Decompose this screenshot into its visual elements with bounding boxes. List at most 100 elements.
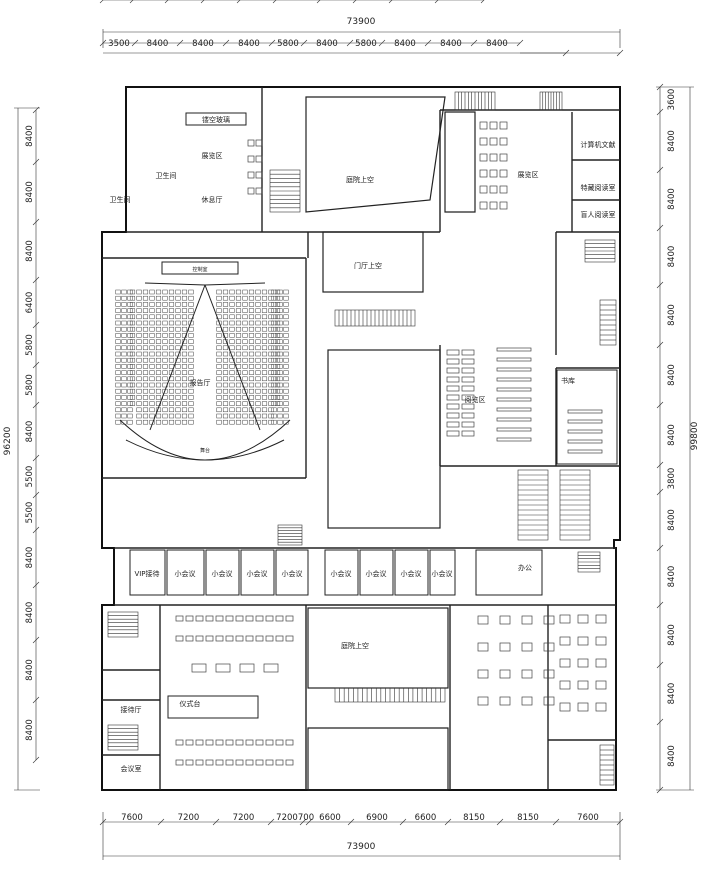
desk <box>595 658 607 668</box>
seat <box>115 370 121 375</box>
left-dim-label: 8400 <box>25 125 35 147</box>
seat <box>149 364 155 369</box>
stair <box>107 724 139 751</box>
top-dim-tick <box>516 39 524 47</box>
desk <box>577 636 589 646</box>
seat <box>283 376 289 382</box>
seat <box>222 351 229 357</box>
desk <box>479 121 488 130</box>
left-dim-label: 8400 <box>25 547 35 569</box>
seat <box>127 339 133 344</box>
left-dim-label: 5500 <box>25 466 35 488</box>
seat <box>277 351 283 357</box>
desk <box>446 403 460 410</box>
seat <box>248 320 255 326</box>
desk <box>215 663 231 673</box>
desk <box>235 615 244 622</box>
desk <box>479 153 488 162</box>
seat <box>175 345 181 351</box>
seat <box>142 357 149 363</box>
seat <box>283 370 289 375</box>
stair <box>599 299 617 346</box>
left-dim-tick <box>32 218 40 226</box>
right-dim-label: 8400 <box>667 304 677 326</box>
label-meeting-6: 小会议 <box>366 569 387 578</box>
desk <box>205 739 214 746</box>
seat <box>255 382 261 388</box>
left-dim-tick <box>32 526 40 534</box>
seat <box>115 407 121 413</box>
desk <box>285 615 294 622</box>
seat <box>175 364 181 369</box>
seat <box>277 407 283 413</box>
seat <box>222 295 229 301</box>
desk <box>496 437 532 442</box>
desk <box>577 702 589 712</box>
interior-walls <box>102 87 620 790</box>
seat <box>121 289 127 295</box>
seat <box>271 382 277 388</box>
right-dim-label: 8400 <box>667 364 677 386</box>
desk <box>479 137 488 146</box>
seat <box>188 345 194 351</box>
desk <box>245 615 254 622</box>
seat <box>222 401 229 406</box>
desk <box>595 702 607 712</box>
seat <box>283 333 289 338</box>
seat <box>222 326 229 332</box>
seat <box>261 333 268 338</box>
desk <box>543 696 555 706</box>
seat <box>136 326 142 332</box>
desk <box>461 403 475 410</box>
seat <box>121 357 127 363</box>
seat <box>255 326 261 332</box>
seat <box>115 388 121 394</box>
seat <box>261 413 268 419</box>
desk <box>185 635 194 642</box>
seat <box>115 401 121 406</box>
seat <box>188 295 194 301</box>
left-dim-label: 8400 <box>25 602 35 624</box>
seat <box>268 401 274 406</box>
seat <box>255 345 261 351</box>
desk <box>479 185 488 194</box>
desk <box>477 696 489 706</box>
seat <box>255 357 261 363</box>
seat <box>175 314 181 320</box>
seat <box>115 364 121 369</box>
seat <box>127 302 133 307</box>
right-dim-tick <box>656 166 664 174</box>
seat <box>283 364 289 369</box>
desk <box>543 669 555 679</box>
seat <box>136 351 142 357</box>
seat <box>235 413 242 419</box>
seat <box>136 388 142 394</box>
seat <box>142 413 149 419</box>
desk <box>275 739 284 746</box>
seat <box>261 326 268 332</box>
seat <box>268 295 274 301</box>
seat <box>168 326 175 332</box>
seat <box>248 308 255 313</box>
seat <box>222 388 229 394</box>
right-dim-tick <box>656 488 664 496</box>
seat <box>277 295 283 301</box>
top-dimension-chain <box>99 0 624 57</box>
seat <box>277 308 283 313</box>
seat <box>235 308 242 313</box>
desk <box>499 169 508 178</box>
seat <box>222 314 229 320</box>
seat <box>142 388 149 394</box>
desk <box>489 201 498 210</box>
stair <box>269 169 301 213</box>
seat <box>162 345 168 351</box>
seat <box>283 326 289 332</box>
seat <box>188 382 194 388</box>
seat <box>149 388 155 394</box>
seat <box>242 364 248 369</box>
seat <box>222 333 229 338</box>
x-tick <box>434 0 439 4</box>
desk <box>225 635 234 642</box>
seat <box>268 382 274 388</box>
